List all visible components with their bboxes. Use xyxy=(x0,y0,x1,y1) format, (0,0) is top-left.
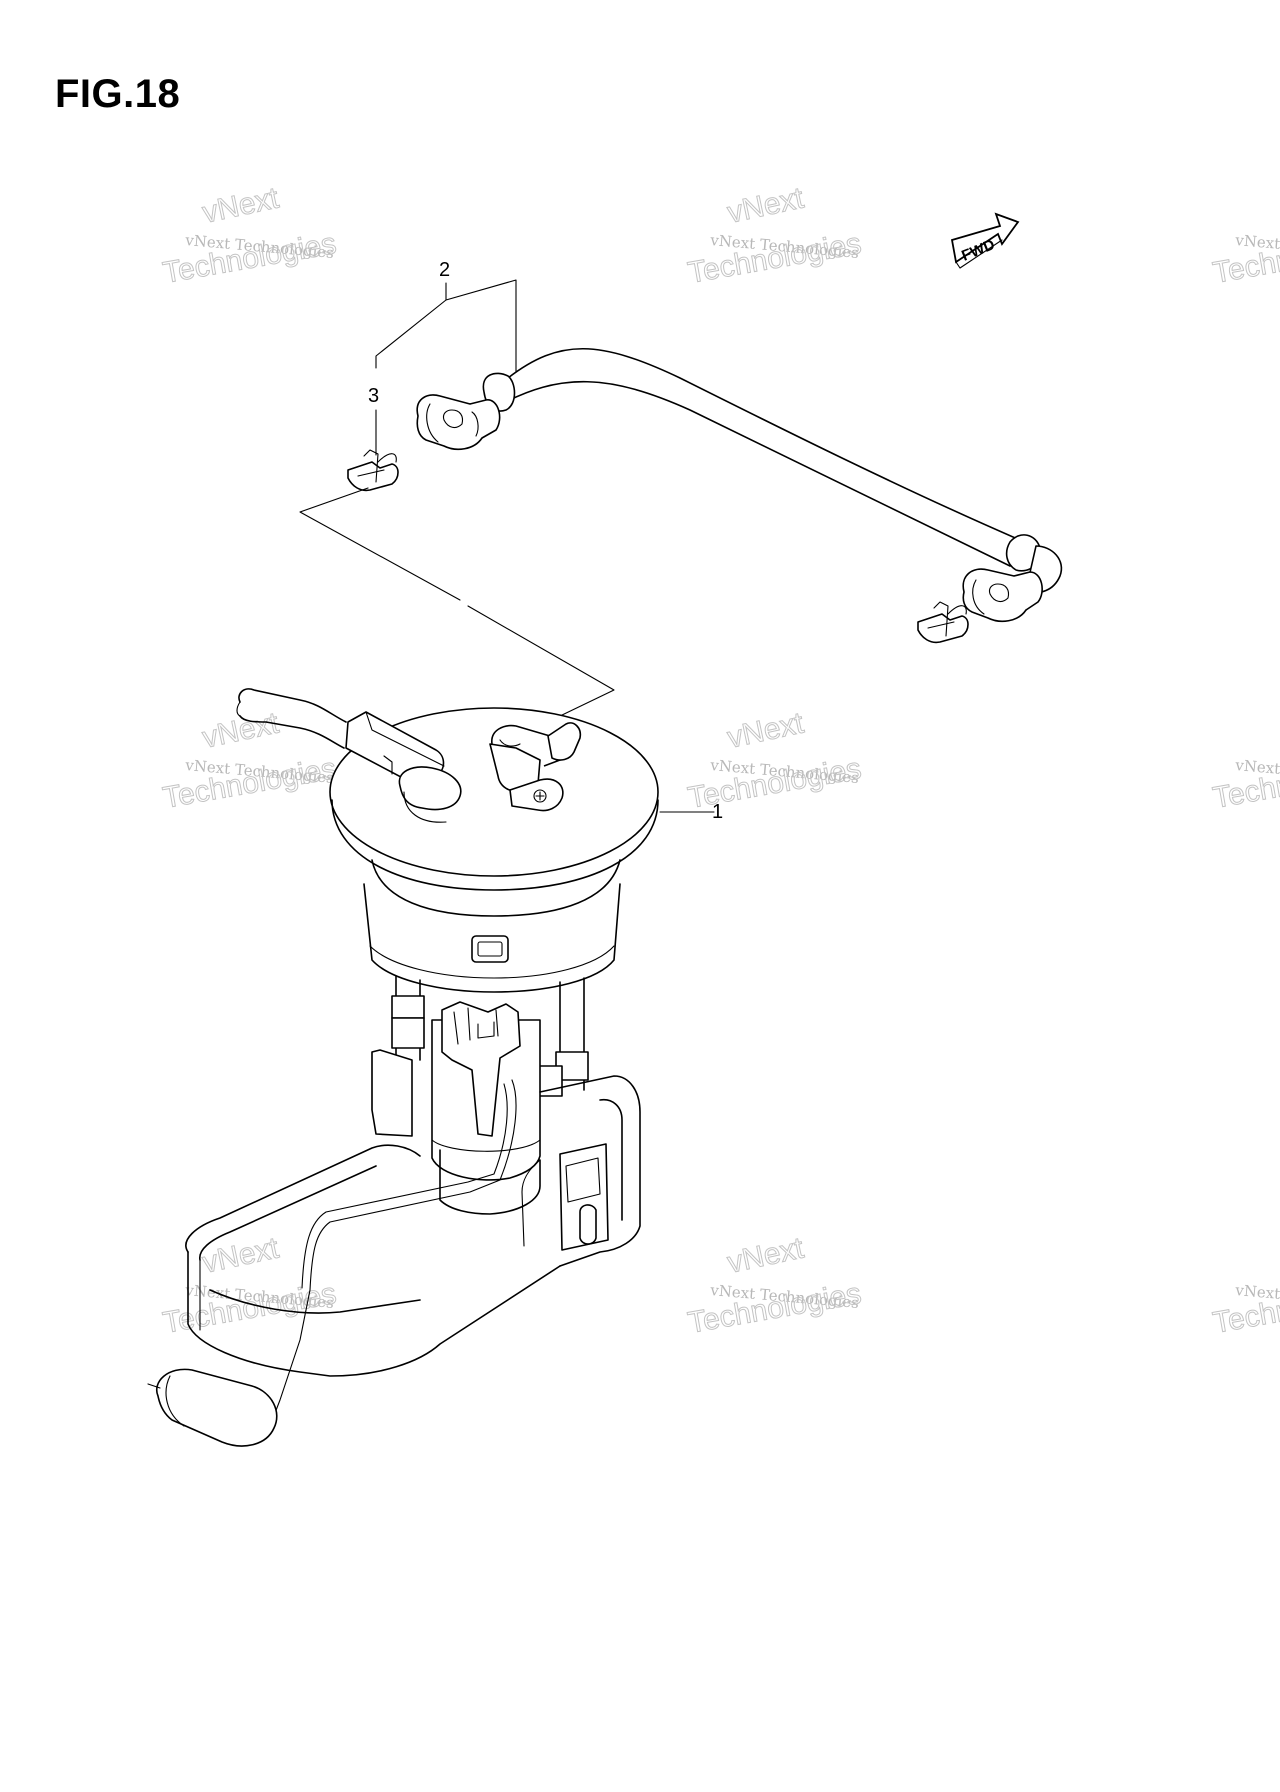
fwd-arrow-icon: FWD xyxy=(950,212,1020,269)
watermark-group: vNext vNext Technologies Technologies vN… xyxy=(160,181,1280,1340)
watermark-edge: vNext Technologies Technologies xyxy=(1210,751,1280,815)
fuel-pump-assembly xyxy=(147,688,659,1447)
watermark-edge: vNext Technologies Technologies xyxy=(1210,226,1280,290)
watermark-top: vNext xyxy=(200,706,283,754)
watermark: vNext vNext Technologies Technologies xyxy=(685,706,864,815)
watermark-top: vNext xyxy=(725,706,808,754)
watermark: vNext vNext Technologies Technologies xyxy=(160,706,339,815)
callout-1: 1 xyxy=(712,801,723,823)
watermark-top: vNext xyxy=(200,181,283,229)
watermark-edge: vNext Technologies Technologies xyxy=(1210,1276,1280,1340)
hose-clip-left xyxy=(347,449,399,492)
watermark: vNext vNext Technologies Technologies xyxy=(685,181,864,290)
callout-2: 2 xyxy=(439,259,450,281)
watermark-top: vNext xyxy=(725,1231,808,1279)
quick-connector-left xyxy=(416,394,501,451)
hose-clip-right xyxy=(917,601,969,644)
watermark: vNext vNext Technologies Technologies xyxy=(685,1231,864,1340)
quick-connector-right xyxy=(962,568,1043,623)
watermark-top: vNext xyxy=(725,181,808,229)
callout-3: 3 xyxy=(368,385,379,407)
fuel-hose xyxy=(482,347,1063,594)
figure-title: FIG.18 xyxy=(55,72,181,116)
watermark: vNext vNext Technologies Technologies xyxy=(160,181,339,290)
callout-2-leader xyxy=(375,282,447,369)
watermark-top: vNext xyxy=(200,1231,283,1279)
